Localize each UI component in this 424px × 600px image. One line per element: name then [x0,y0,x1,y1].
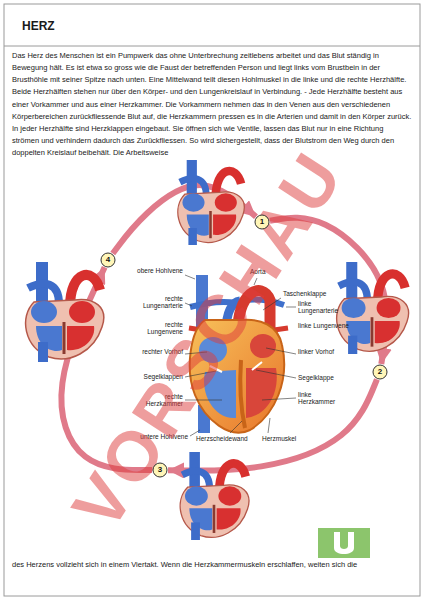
mini-heart [178,160,244,245]
part-label: Herzmuskel [262,435,312,442]
part-label: Taschenklappe [283,290,345,297]
step-number: 1 [254,214,270,230]
title-rule [4,46,420,47]
leader-line [256,370,296,378]
leader-line [185,275,195,279]
leader-line [230,421,242,433]
mini-heart [180,452,249,540]
part-label: obere Hohlvene [134,267,183,274]
part-label: linke Lungenarterie [298,300,350,315]
septum [240,360,245,428]
mini-heart [337,262,409,354]
step-number: 4 [100,252,116,268]
page-title: HERZ [22,20,55,33]
callout-number: 3 [152,462,168,478]
step-number: 3 [152,462,168,478]
leader-line [266,348,296,354]
leader-line [286,307,296,308]
body-text: des Herzens vollzieht sich in einem Vier… [12,560,412,570]
callout-number: 1 [254,214,270,230]
pulmonary-vein [274,328,288,330]
watermark: VORSCHAU [61,140,355,541]
part-label: Segelklappe [298,374,350,381]
part-label: linke Lungenvene [298,322,350,329]
page-frame [4,4,420,596]
callout-number: 2 [372,364,388,380]
leader-line [262,398,296,400]
mini-heart [26,262,104,362]
logo-mark [334,532,354,554]
body-text: Das Herz des Menschen ist ein Pumpwerk d… [12,50,412,159]
left-ventricle [246,368,277,418]
number-circle-outline [153,463,167,477]
step-number: 2 [372,364,388,380]
part-label: rechte Lungenarterie [134,295,183,310]
part-label: linker Vorhof [298,348,350,355]
left-atrium [250,334,276,358]
leader-line [268,418,270,433]
part-label: Herzscheidewand [196,435,262,442]
number-circle-outline [255,215,269,229]
callout-number: 4 [100,252,116,268]
number-circle-outline [373,365,387,379]
logo [318,528,370,558]
part-label: linke Herzkammer [298,391,350,406]
number-circle-outline [101,253,115,267]
